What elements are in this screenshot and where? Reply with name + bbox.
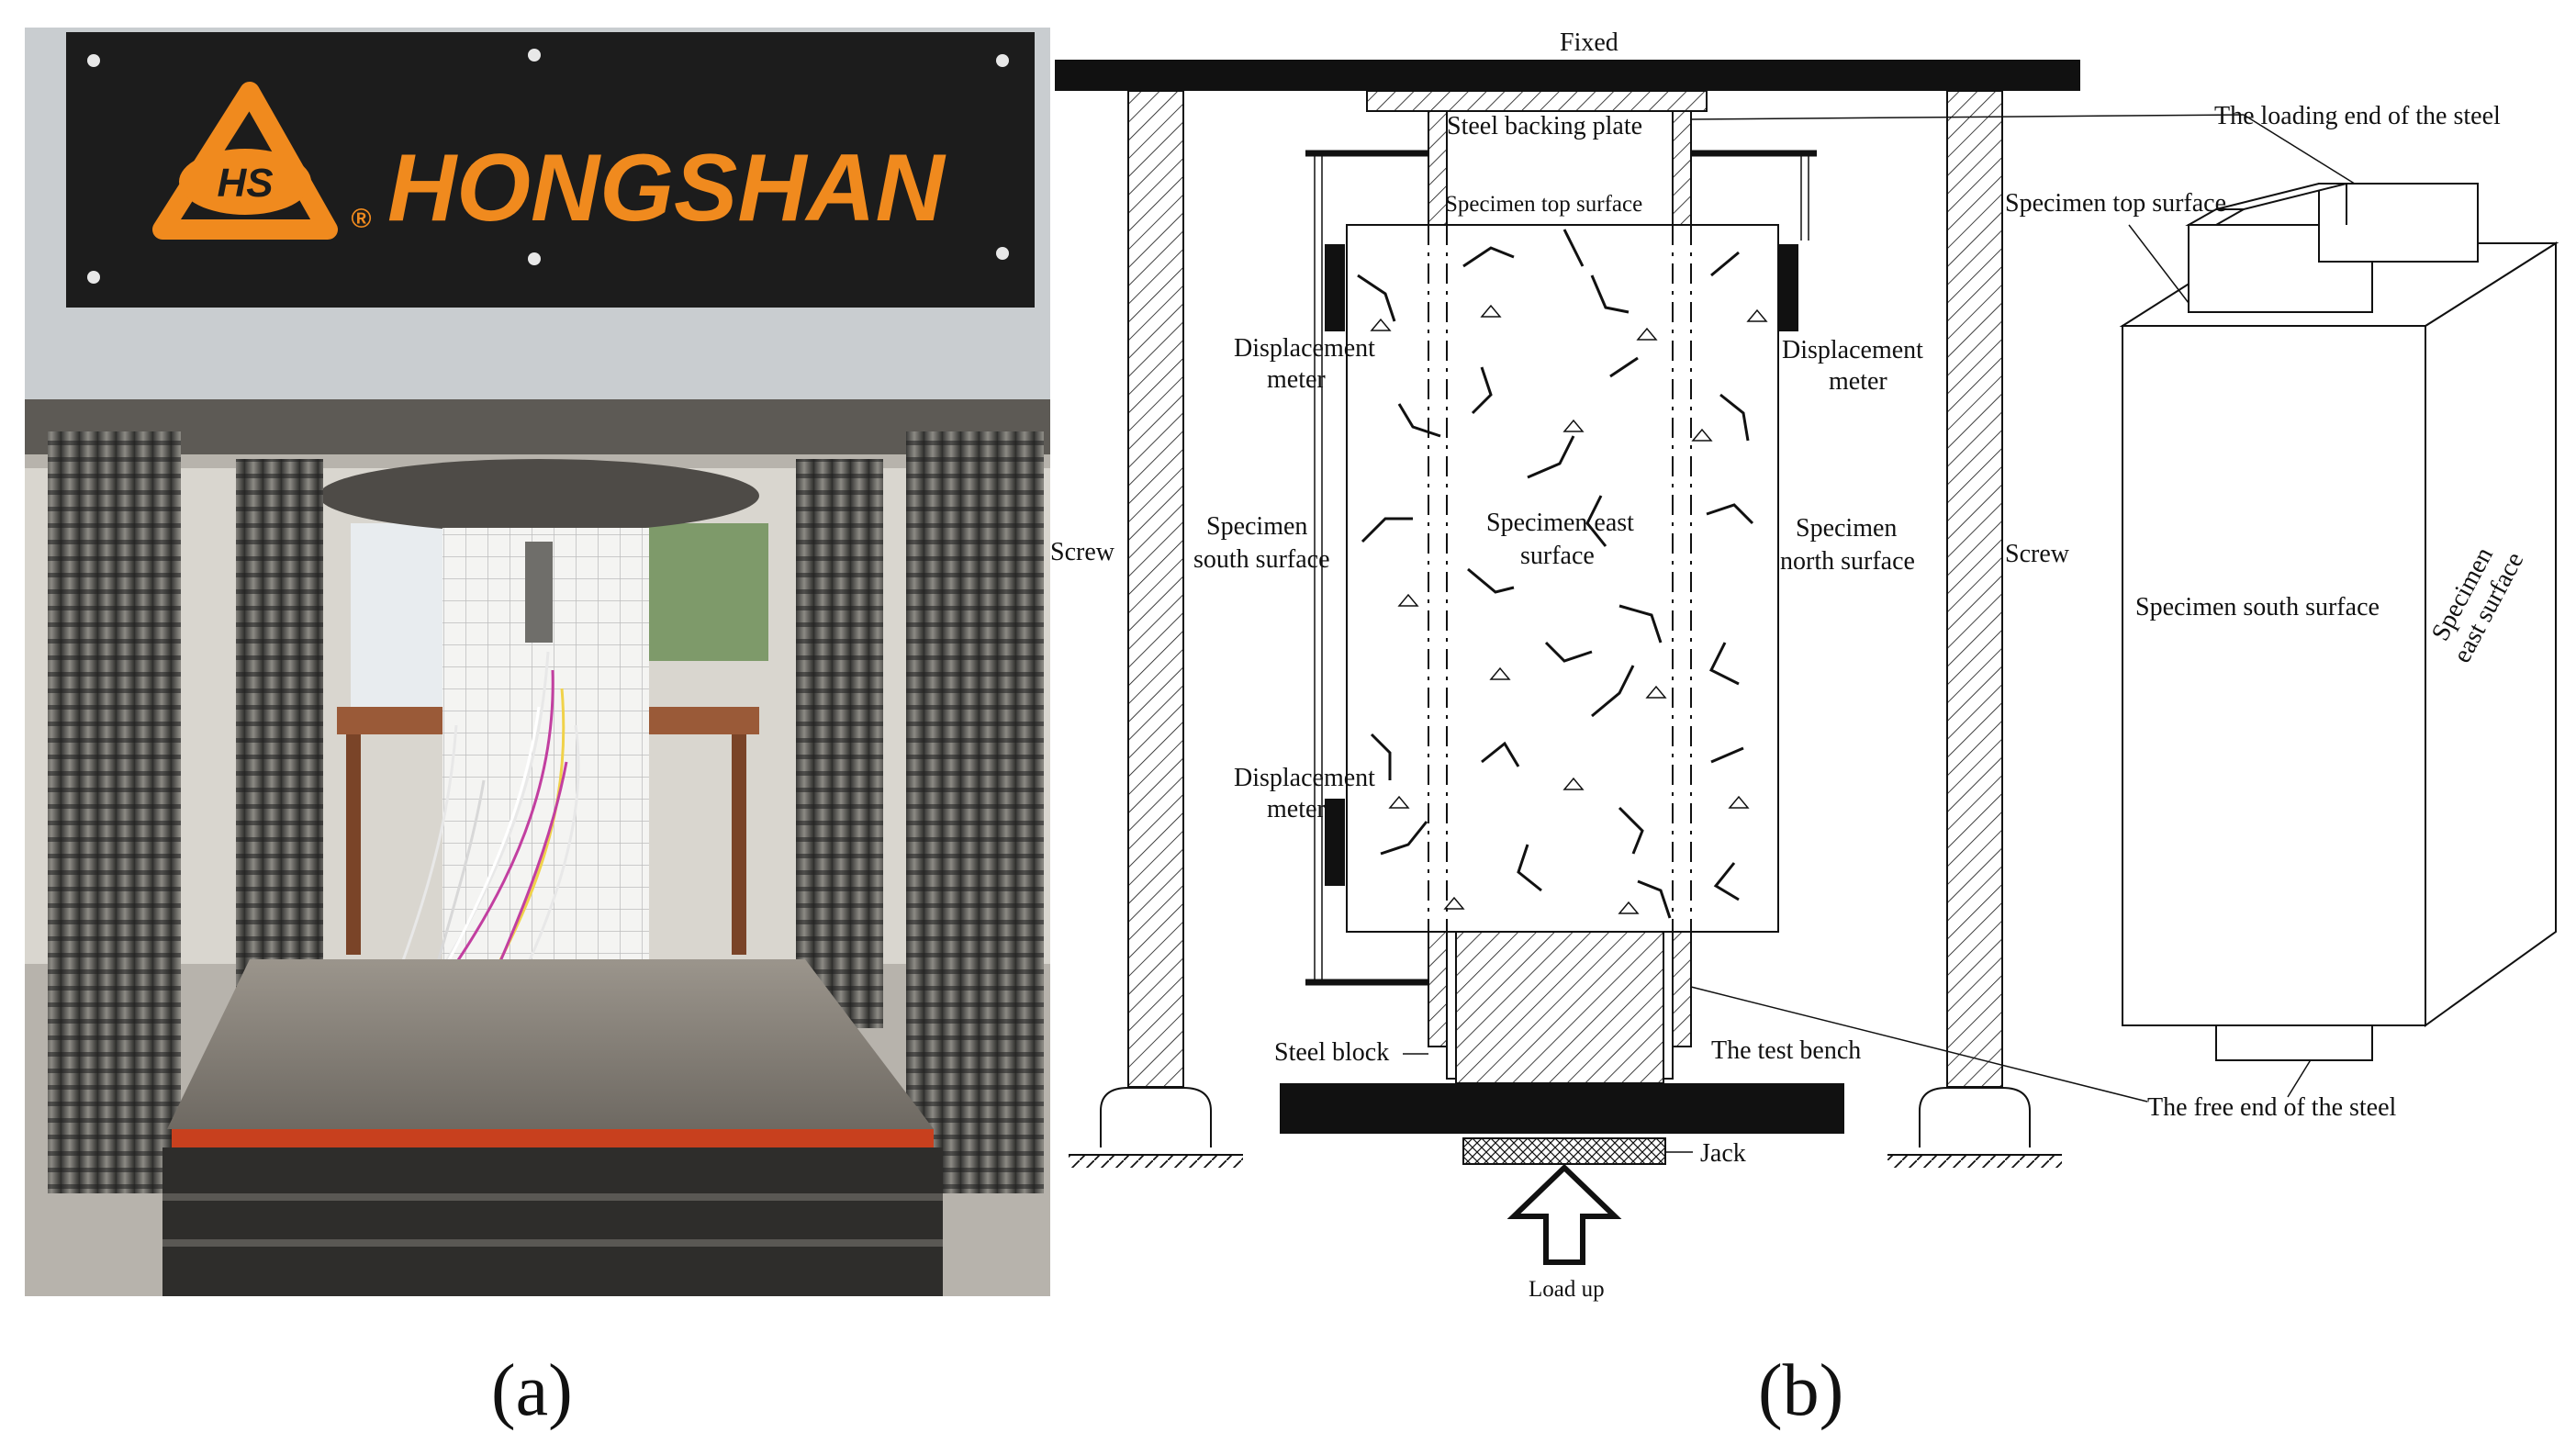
lower-platen [167,959,934,1129]
steel-backing-plate-left [1428,110,1448,227]
label-load-up: Load up [1529,1277,1605,1302]
label-specimen-south-1: Specimen [1206,512,1307,541]
screw-right-front [906,431,1044,1193]
screw-right [1946,90,2003,1088]
platen-edge [172,1129,934,1147]
displacement-meter-upper-right [1778,244,1798,331]
steel-block-left [1428,931,1448,1047]
label-specimen-north-2: north surface [1780,547,1915,576]
label-specimen-south-2: south surface [1193,545,1330,574]
caption-b: (b) [1758,1350,1844,1431]
screw-left-base [1100,1087,1212,1147]
photo-panel: HS ® HONGSHAN [25,28,1050,1296]
test-machine-photo: HS ® HONGSHAN [25,28,1050,1296]
test-setup-diagram: Fixed Screw Screw Steel backing plate [1050,28,2559,1302]
label-displacement-lower-left-1: Displacement [1234,764,1375,792]
label-displacement-lower-left-2: meter [1267,795,1326,823]
machine-base [162,1147,943,1296]
label-displacement-upper-left-2: meter [1267,365,1326,394]
registered-mark: ® [351,204,372,234]
brand-logo-text: HS [217,161,273,206]
label-specimen-east-2: surface [1520,542,1595,570]
crack-pattern [1357,229,1754,919]
label-test-bench: The test bench [1711,1036,1861,1065]
steel-free-end-3d [2215,1024,2373,1061]
label-displacement-upper-right-1: Displacement [1782,336,1923,364]
brand-name: HONGSHAN [387,135,946,241]
caption-a: (a) [491,1350,573,1431]
plant [631,523,768,661]
displacement-meter-upper-left [1325,244,1345,331]
screw-left [1127,90,1184,1088]
load-up-arrow [1506,1163,1622,1265]
label-screw-left: Screw [1050,538,1115,566]
label-fixed: Fixed [1560,28,1618,57]
top-plate [1366,90,1708,112]
label-steel-backing-plate: Steel backing plate [1447,112,1642,140]
screw-right-base [1919,1087,2031,1147]
steel-block-right [1672,931,1692,1047]
specimen-3d-view [2119,183,2559,1061]
label-free-end: The free end of the steel [2147,1093,2397,1122]
steel-backing-plate-right [1672,110,1692,227]
label-loading-end: The loading end of the steel [2214,102,2501,130]
diagram-panel: Fixed Screw Screw Steel backing plate [1050,0,2576,1359]
ground-left [1069,1155,1243,1168]
screw-left-back [236,459,323,1028]
steel-block [1455,931,1664,1084]
brand-logo: HS [152,82,338,240]
fixed-top-beam [1055,60,2080,91]
label-specimen-top-surface: Specimen top surface [1445,192,1642,217]
jack [1462,1137,1666,1165]
label-displacement-upper-right-2: meter [1829,367,1887,396]
label-displacement-upper-left-1: Displacement [1234,334,1375,363]
displacement-gauge [525,542,553,643]
screw-right-back [796,459,883,1028]
label-screw-right: Screw [2005,540,2070,568]
loading-head [319,459,759,532]
label-specimen-top-surface-3d: Specimen top surface [2005,189,2226,218]
label-specimen-north-1: Specimen [1796,514,1897,543]
screw-left-front [48,431,181,1193]
test-bench [1280,1083,1844,1134]
specimen-east-surface [1346,224,1779,933]
label-jack: Jack [1700,1139,1746,1168]
label-specimen-east-1: Specimen east [1486,509,1634,537]
displacement-meter-lower-left [1325,799,1345,886]
ground-right [1887,1155,2062,1168]
label-specimen-south-3d: Specimen south surface [2135,593,2380,621]
steel-loading-end-back [2318,183,2479,263]
specimen-3d-south-face [2122,325,2426,1026]
label-steel-block: Steel block [1274,1038,1389,1067]
aggregate-dots [1370,304,1768,914]
